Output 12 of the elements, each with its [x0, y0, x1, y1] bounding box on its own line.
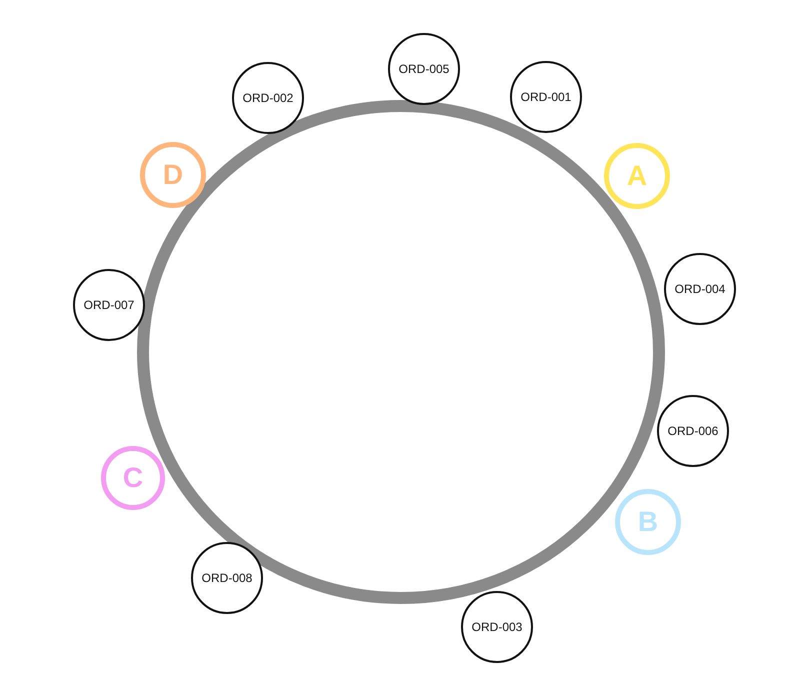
- key-label: ORD-008: [202, 572, 252, 584]
- key-label: ORD-002: [242, 92, 294, 104]
- key-label: ORD-004: [674, 283, 726, 295]
- key-label: ORD-005: [398, 63, 450, 75]
- key-label: ORD-003: [472, 621, 522, 633]
- key-label: ORD-001: [520, 91, 572, 103]
- key-label: ORD-007: [84, 299, 134, 311]
- key-label: ORD-006: [668, 425, 718, 437]
- server-label: B: [638, 508, 658, 536]
- server-label: D: [162, 161, 184, 189]
- server-label: C: [122, 464, 144, 492]
- server-label: A: [626, 162, 648, 190]
